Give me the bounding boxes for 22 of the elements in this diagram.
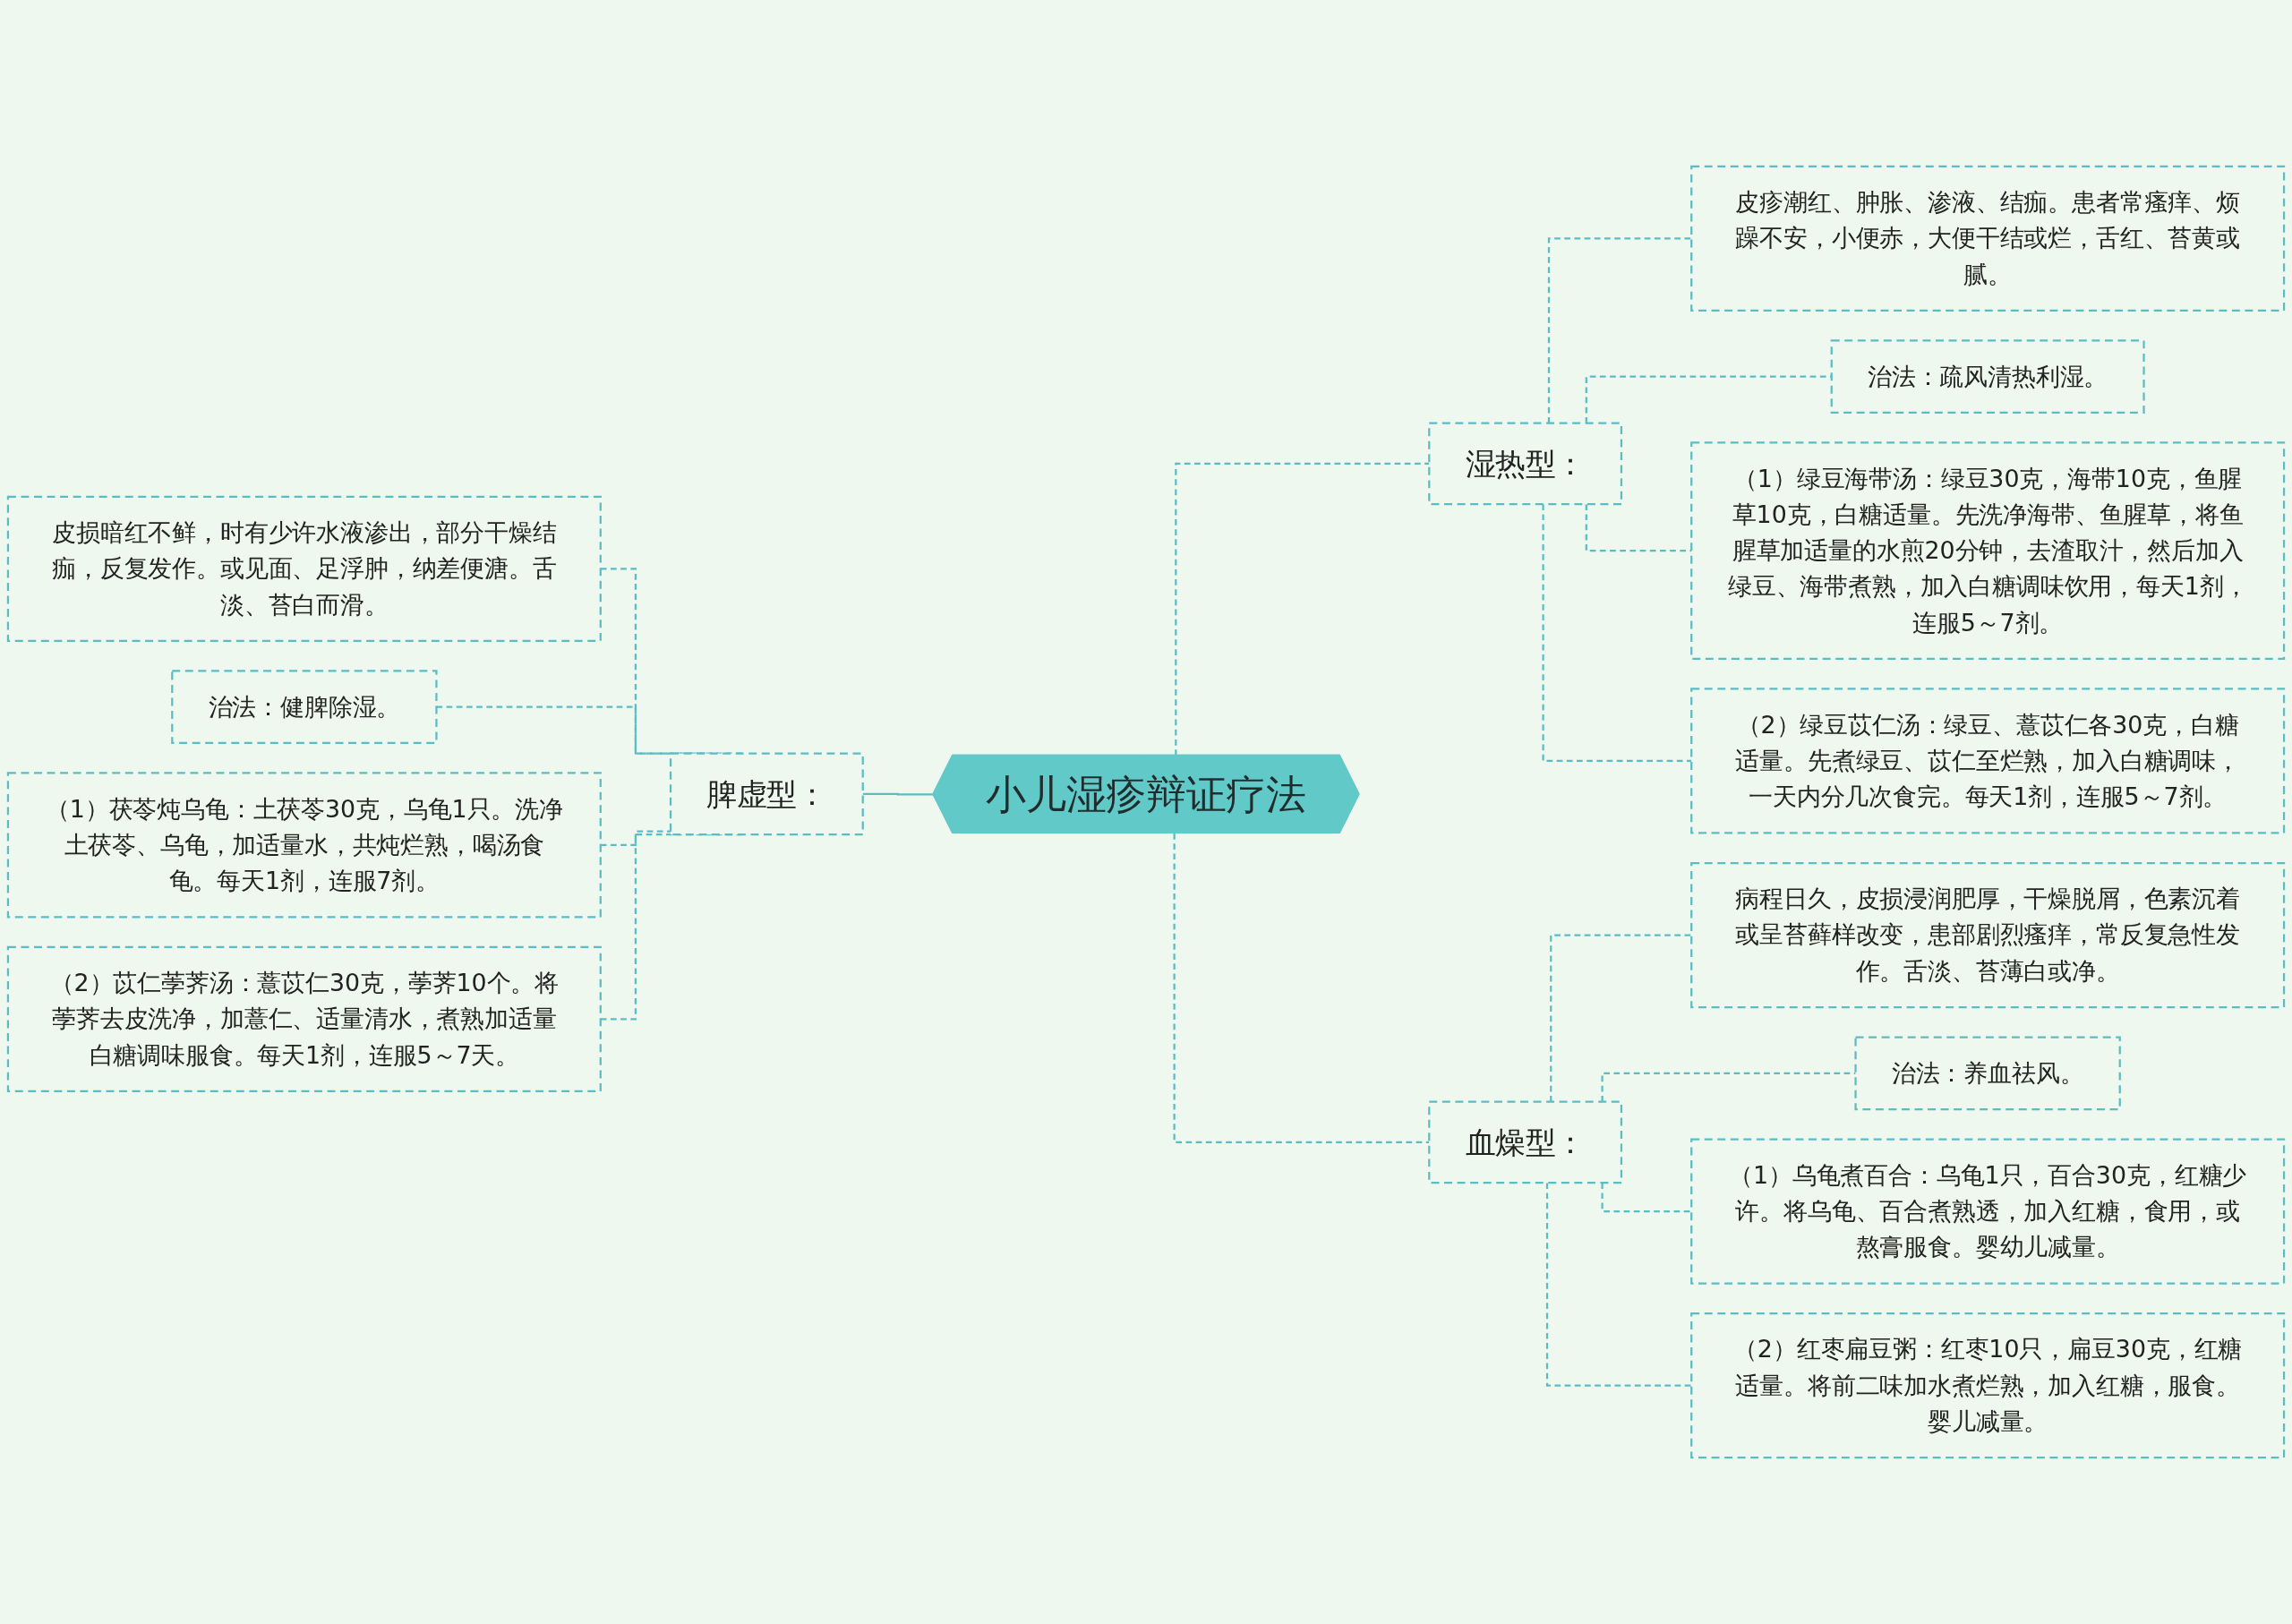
node-box: 病程日久，皮损浸润肥厚，干燥脱屑，色素沉着或呈苔藓样改变，患部剧烈瘙痒，常反复急性发作。舌淡、苔薄白或净。 xyxy=(1690,861,2286,1009)
connector xyxy=(1175,462,1430,756)
node-box: 治法：健脾除湿。 xyxy=(171,670,438,744)
node-box: （2）红枣扁豆粥：红枣10只，扁豆30克，红糖适量。将前二味加水煮烂熟，加入红糖，服食。婴儿减量。 xyxy=(1690,1312,2286,1459)
connector xyxy=(1542,504,1692,763)
connector xyxy=(1547,237,1692,423)
node-box: 皮损暗红不鲜，时有少许水液渗出，部分干燥结痂，反复发作。或见面、足浮肿，纳差便溏。舌淡、苔白而滑。 xyxy=(6,495,602,642)
connector xyxy=(1601,1183,1692,1213)
node-box: （1）乌龟煮百合：乌龟1只，百合30克，红糖少许。将乌龟、百合煮熟透，加入红糖，食用，或熬膏服食。婴幼儿减量。 xyxy=(1690,1138,2286,1285)
connector xyxy=(1545,1183,1692,1387)
node-box: 血燥型： xyxy=(1428,1100,1623,1184)
node-box: （2）苡仁荸荠汤：薏苡仁30克，荸荠10个。将荸荠去皮洗净，加薏仁、适量清水，煮熟加适量白糖调味服食。每天1剂，连服5～7天。 xyxy=(6,945,602,1093)
connector xyxy=(1550,934,1692,1102)
node-box: 脾虚型： xyxy=(669,752,864,836)
node-box: （2）绿豆苡仁汤：绿豆、薏苡仁各30克，白糖适量。先煮绿豆、苡仁至烂熟，加入白糖调味，一天内分几次食完。每天1剂，连服5～7剂。 xyxy=(1690,688,2286,834)
node-box: （1）绿豆海带汤：绿豆30克，海带10克，鱼腥草10克，白糖适量。先洗净海带、鱼腥草，将鱼腥草加适量的水煎20分钟，去渣取汁，然后加入绿豆、海带煮熟，加入白糖调味饮用，每天1剂，连服5～7剂。 xyxy=(1690,441,2286,661)
node-box: 治法：养血祛风。 xyxy=(1854,1036,2121,1111)
connector xyxy=(1173,833,1430,1144)
node-box: 湿热型： xyxy=(1428,422,1623,506)
node-box: 治法：疏风清热利湿。 xyxy=(1830,339,2145,415)
node-box: （1）茯苓炖乌龟：土茯苓30克，乌龟1只。洗净土茯苓、乌龟，加适量水，共炖烂熟，喝汤食龟。每天1剂，连服7剂。 xyxy=(6,772,602,919)
node-box: 皮疹潮红、肿胀、渗液、结痂。患者常瘙痒、烦躁不安，小便赤，大便干结或烂，舌红、苔黄或腻。 xyxy=(1690,165,2286,312)
